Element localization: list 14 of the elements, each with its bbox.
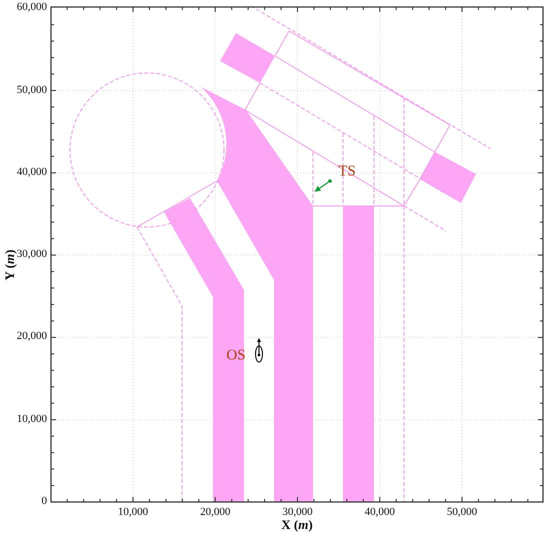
tick-label: 20,000 (16, 330, 47, 344)
tick-label: 50,000 (16, 84, 47, 98)
tick-label: 40,000 (364, 506, 395, 520)
ship-label: TS (338, 162, 356, 182)
tick-label: 10,000 (118, 506, 148, 520)
tick-label: 0 (42, 495, 47, 509)
tick-label: 60,000 (16, 1, 47, 16)
tick-label: 30,000 (16, 248, 47, 262)
axis-title: Y (m) (2, 250, 17, 280)
tick-label: 40,000 (16, 166, 47, 180)
tick-label: 20,000 (200, 506, 230, 520)
ship-label: OS (226, 346, 246, 366)
tick-label: 10,000 (16, 412, 47, 427)
tick-label: 50,000 (446, 506, 478, 520)
